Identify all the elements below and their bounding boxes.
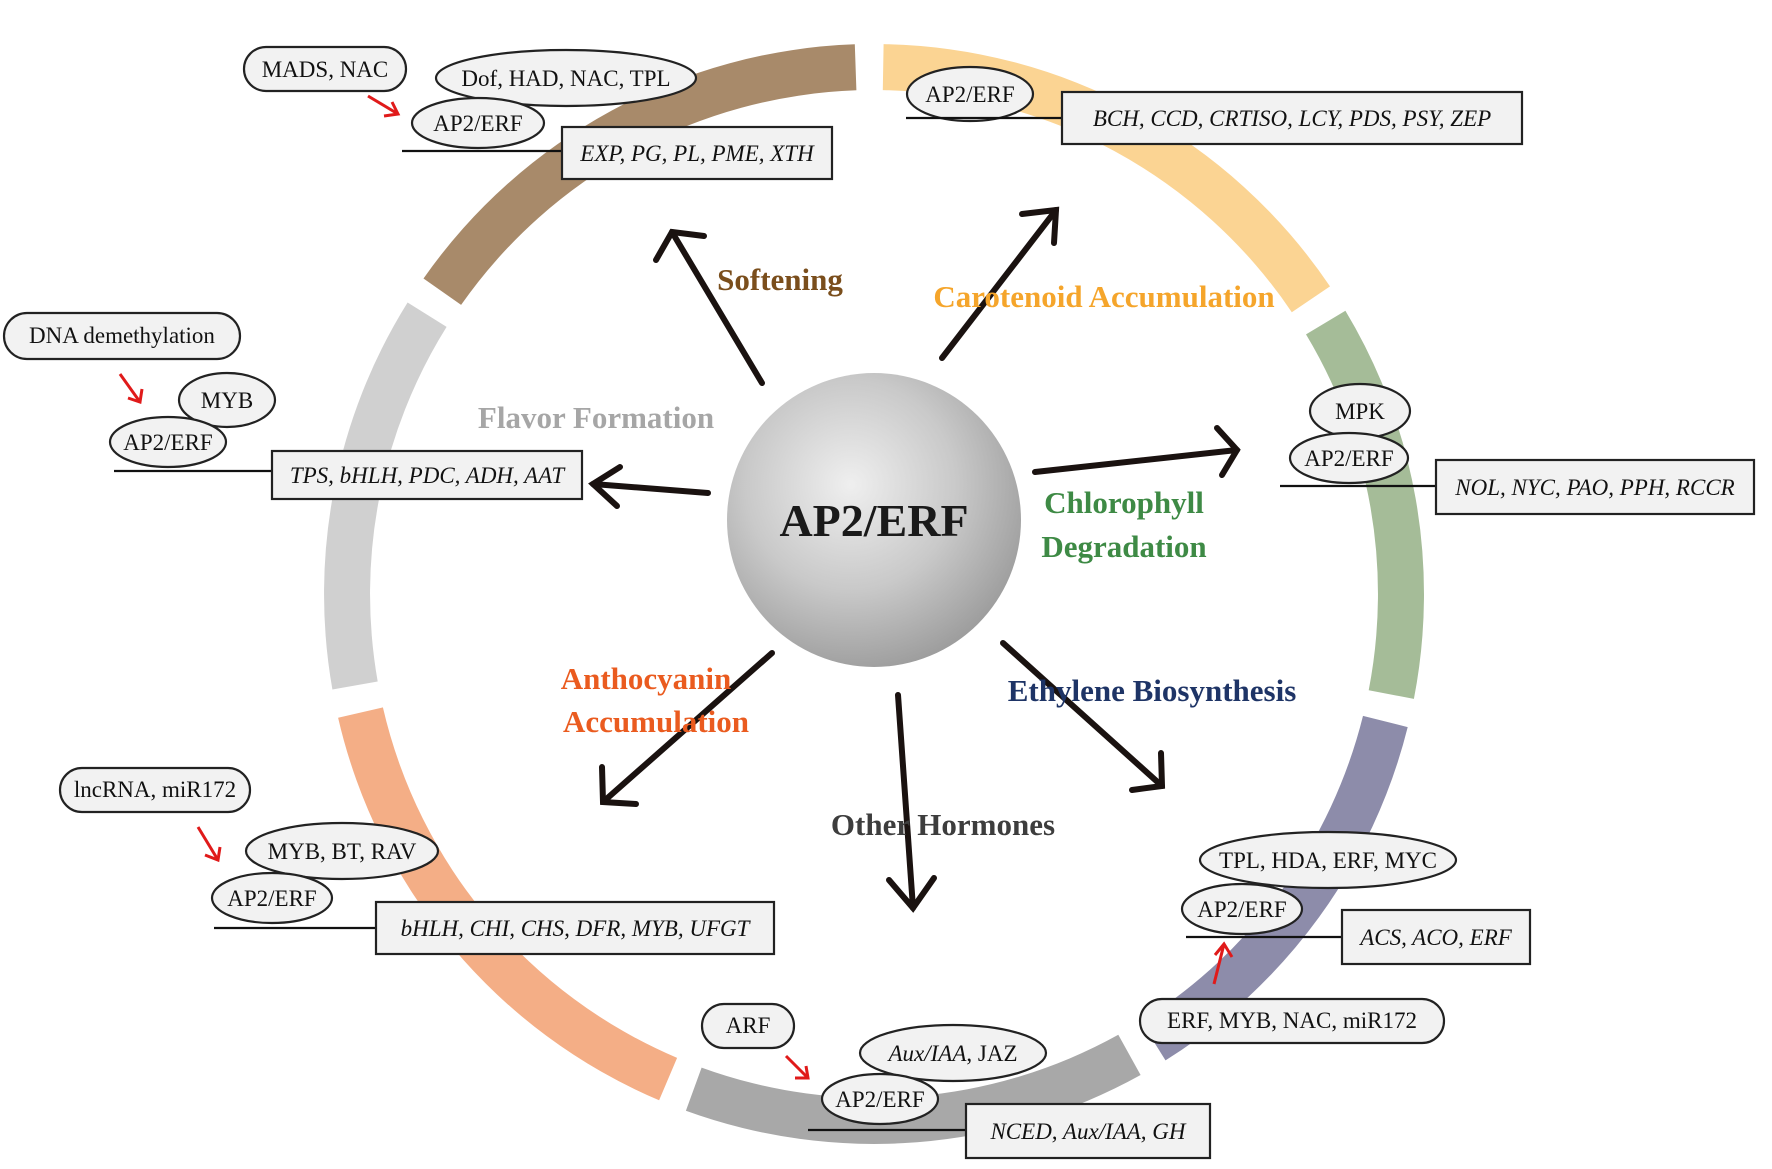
label-ethylene: Ethylene Biosynthesis <box>1008 673 1297 708</box>
node-partners-label: MYB, BT, RAV <box>268 839 417 864</box>
arrow-chlorophyll <box>1032 425 1241 478</box>
label-anthocyanin-line1: Anthocyanin <box>561 661 732 696</box>
node-targets <box>270 449 584 501</box>
radial-arrows <box>588 206 1241 913</box>
node-upstream <box>242 45 408 93</box>
node-partners <box>858 1023 1048 1083</box>
node-targets-label: TPS, bHLH, PDC, ADH, AAT <box>290 463 567 488</box>
node-partners-label: Dof, HAD, NAC, TPL <box>461 66 670 91</box>
node-partners-rest: , JAZ <box>966 1041 1017 1066</box>
node-targets <box>964 1102 1212 1160</box>
node-upstream <box>2 311 242 361</box>
node-factor-label: AP2/ERF <box>227 886 316 911</box>
label-flavor: Flavor Formation <box>478 400 714 435</box>
ring-segment-anthocyanin <box>338 707 678 1101</box>
node-partners-label: Aux/IAA, JAZ <box>886 1041 1017 1066</box>
label-anthocyanin-line2: Accumulation <box>563 704 749 739</box>
module-ethylene: TPL, HDA, ERF, MYC AP2/ERF ACS, ACO, ERF… <box>1138 830 1532 1045</box>
node-factor-label: AP2/ERF <box>1304 446 1393 471</box>
label-chlorophyll-line1: Chlorophyll <box>1044 485 1204 520</box>
node-factor-label: AP2/ERF <box>925 82 1014 107</box>
node-targets-label: bHLH, CHI, CHS, DFR, MYB, UFGT <box>401 916 752 941</box>
node-partners <box>177 371 277 429</box>
module-chlorophyll: MPK AP2/ERF NOL, NYC, PAO, PPH, RCCR <box>1280 382 1756 516</box>
label-chlorophyll-line2: Degradation <box>1041 529 1206 564</box>
arrow-anthocyanin <box>599 650 775 807</box>
node-partners <box>434 48 698 108</box>
node-targets-label: ACS, ACO, ERF <box>1358 925 1513 950</box>
center-label: AP2/ERF <box>779 495 968 546</box>
node-upstream-label: DNA demethylation <box>29 323 215 348</box>
node-factor <box>108 415 228 469</box>
node-factor <box>1288 431 1410 485</box>
node-upstream <box>58 766 252 814</box>
label-carotenoid: Carotenoid Accumulation <box>933 279 1274 314</box>
arrow-ethylene <box>1000 640 1166 793</box>
node-upstream <box>1138 997 1446 1045</box>
node-partners-italic: Aux/IAA <box>886 1041 967 1066</box>
center-sphere <box>727 373 1021 667</box>
node-targets <box>1434 458 1756 516</box>
node-targets-label: EXP, PG, PL, PME, XTH <box>579 141 815 166</box>
label-hormones: Other Hormones <box>831 807 1055 842</box>
node-factor-label: AP2/ERF <box>835 1087 924 1112</box>
node-partners-label: MPK <box>1335 399 1385 424</box>
ring-segment-flavor <box>324 302 447 690</box>
node-targets <box>560 125 834 181</box>
module-hormones: ARF Aux/IAA, JAZ AP2/ERF NCED, Aux/IAA, … <box>700 1002 1212 1160</box>
ring-segment-ethylene <box>1141 715 1408 1061</box>
node-factor <box>1180 882 1304 936</box>
node-upstream-label: lncRNA, miR172 <box>74 777 236 802</box>
label-softening: Softening <box>717 262 843 297</box>
node-factor-label: AP2/ERF <box>1197 897 1286 922</box>
node-targets-label: NCED, Aux/IAA, GH <box>989 1119 1186 1144</box>
ring-segment-chlorophyll <box>1306 310 1424 699</box>
node-partners-label: TPL, HDA, ERF, MYC <box>1219 848 1437 873</box>
arrow-hormones <box>886 692 937 913</box>
node-targets <box>374 900 776 956</box>
node-upstream-label: ARF <box>726 1013 771 1038</box>
node-factor <box>820 1072 940 1126</box>
node-partners-label: MYB <box>201 388 253 413</box>
node-upstream-label: ERF, MYB, NAC, miR172 <box>1167 1008 1417 1033</box>
module-carotenoid: AP2/ERF BCH, CCD, CRTISO, LCY, PDS, PSY,… <box>905 65 1524 146</box>
node-targets-label: BCH, CCD, CRTISO, LCY, PDS, PSY, ZEP <box>1093 106 1491 131</box>
node-factor-label: AP2/ERF <box>123 430 212 455</box>
node-factor <box>410 96 546 150</box>
arrow-flavor <box>588 464 711 509</box>
module-flavor: DNA demethylation MYB AP2/ERF TPS, bHLH,… <box>2 311 584 501</box>
node-factor <box>905 65 1035 123</box>
node-upstream <box>700 1002 796 1050</box>
node-factor-label: AP2/ERF <box>433 111 522 136</box>
node-targets <box>1060 90 1524 146</box>
module-softening: MADS, NAC Dof, HAD, NAC, TPL AP2/ERF EXP… <box>242 45 834 181</box>
arrow-softening <box>653 228 765 386</box>
node-factor <box>210 871 334 925</box>
node-partners <box>244 821 440 881</box>
module-anthocyanin: lncRNA, miR172 MYB, BT, RAV AP2/ERF bHLH… <box>58 766 776 956</box>
node-targets-label: NOL, NYC, PAO, PPH, RCCR <box>1454 475 1734 500</box>
arrow-carotenoid <box>939 206 1060 361</box>
node-targets <box>1340 908 1532 966</box>
node-upstream-label: MADS, NAC <box>262 57 389 82</box>
node-partners <box>1198 830 1458 890</box>
